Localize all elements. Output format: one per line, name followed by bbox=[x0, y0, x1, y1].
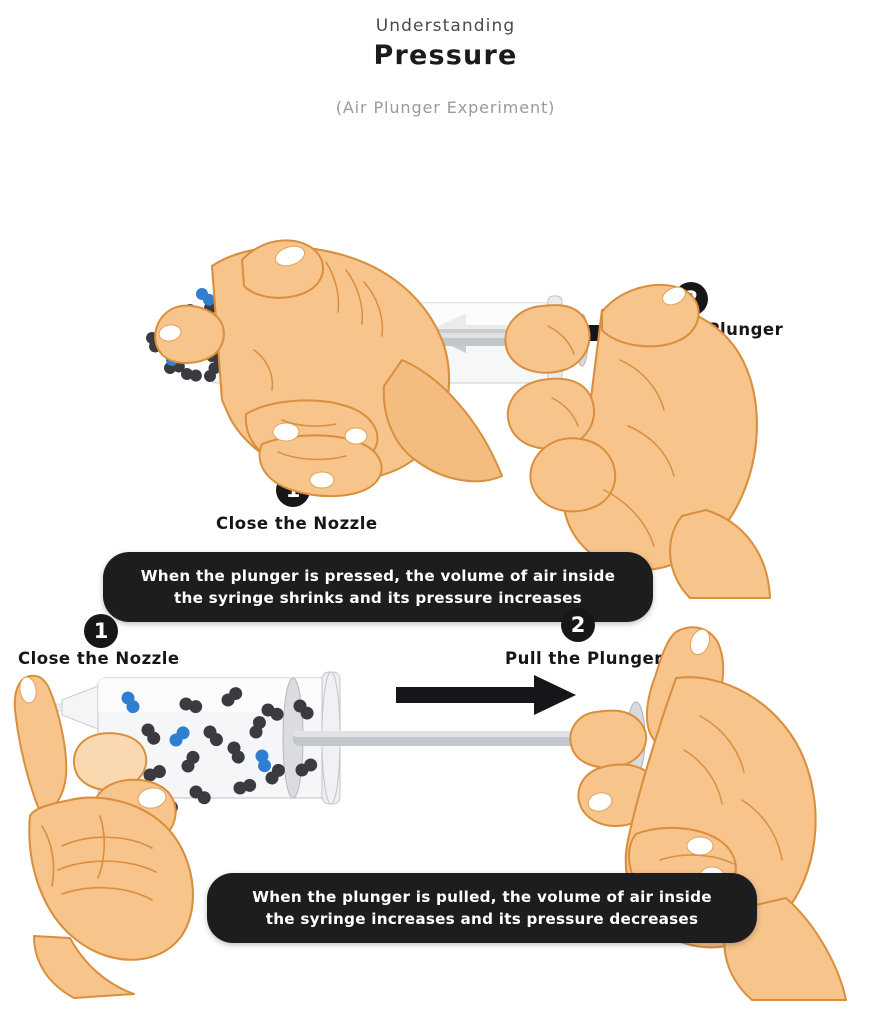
caption-pressed: When the plunger is pressed, the volume … bbox=[103, 552, 653, 623]
caption-pressed-line1: When the plunger is pressed, the volume … bbox=[140, 567, 616, 585]
step-badge-2-pulled: 2 bbox=[561, 608, 595, 642]
panel-pulled: 1 Close the Nozzle 2 Pull the Plunger bbox=[0, 560, 891, 1001]
hand-left-icon bbox=[13, 674, 195, 999]
hand-right-icon bbox=[569, 626, 847, 1001]
arrow-right-icon bbox=[396, 675, 576, 715]
title-subtitle: (Air Plunger Experiment) bbox=[335, 98, 556, 117]
title-eyebrow: Understanding bbox=[375, 16, 516, 36]
caption-pulled-line1: When the plunger is pulled, the volume o… bbox=[252, 888, 712, 906]
step-label-close-the-nozzle-pressed: Close the Nozzle bbox=[216, 514, 378, 533]
step-badge-1-pulled: 1 bbox=[84, 614, 118, 648]
panel-pressed: 2 Press the Plunger 1 Close the Nozzle bbox=[0, 130, 891, 623]
illustration-pressed-syringe bbox=[146, 190, 771, 610]
caption-pulled-line2: the syringe increases and its pressure d… bbox=[265, 910, 699, 929]
hand-right-icon bbox=[504, 283, 771, 599]
page-header: Understanding Pressure (Air Plunger Expe… bbox=[0, 0, 891, 117]
caption-pulled: When the plunger is pulled, the volume o… bbox=[207, 873, 757, 944]
illustration-pulled-syringe bbox=[0, 620, 880, 1001]
step-label-pull-the-plunger: Pull the Plunger bbox=[505, 649, 663, 668]
hand-left-icon bbox=[154, 239, 503, 498]
caption-pressed-line2: the syringe shrinks and its pressure inc… bbox=[174, 589, 582, 608]
step-label-close-the-nozzle-pulled: Close the Nozzle bbox=[18, 649, 180, 668]
page-title: Pressure bbox=[373, 40, 518, 71]
